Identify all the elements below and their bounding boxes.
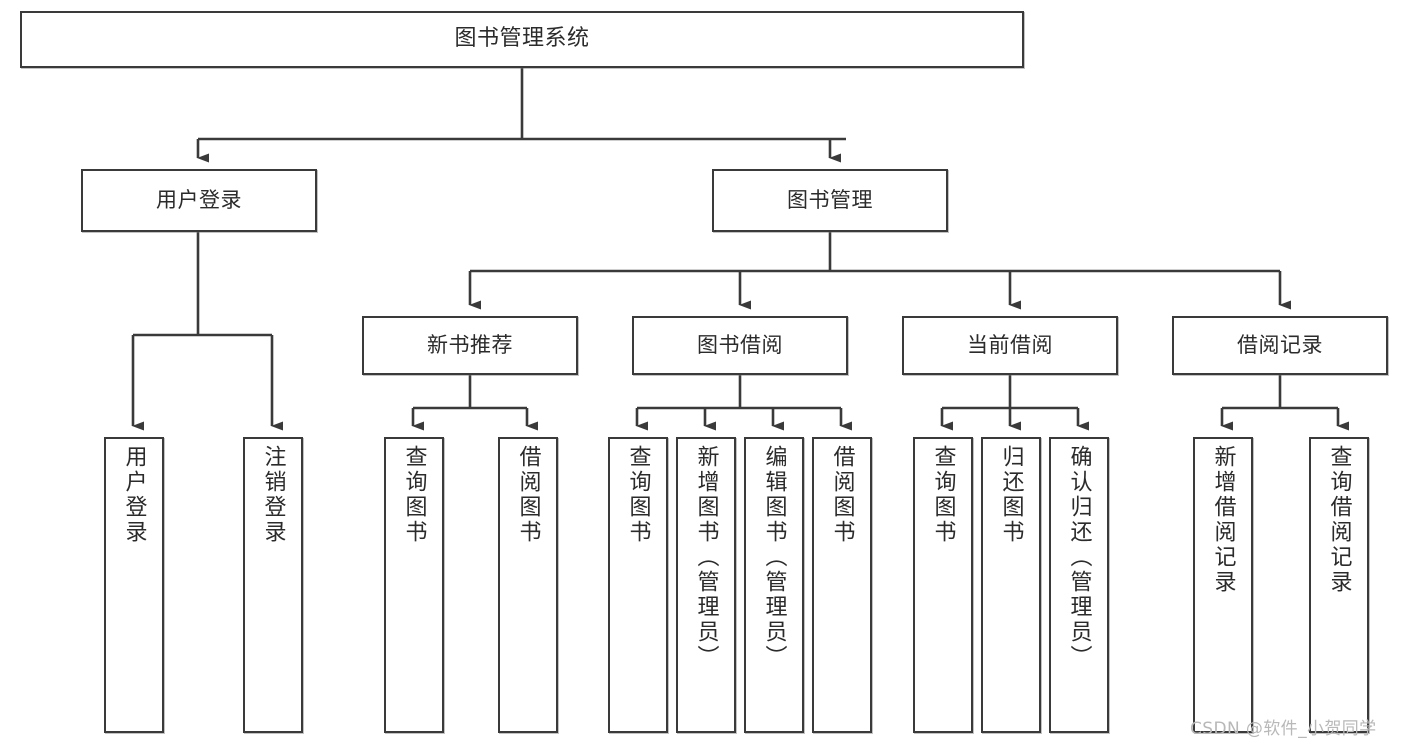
node-borrow-records[interactable]: 借阅记录 — [1172, 316, 1388, 375]
leaf-book-borrow-borrow[interactable]: 借阅图书 — [812, 437, 872, 733]
node-label: 新增图书（管理员） — [693, 445, 719, 670]
leaf-book-borrow-query[interactable]: 查询图书 — [608, 437, 668, 733]
node-book-management[interactable]: 图书管理 — [712, 169, 948, 232]
node-label: 归还图书 — [998, 445, 1024, 545]
node-label: 新增借阅记录 — [1210, 445, 1236, 595]
leaf-borrow-records-query[interactable]: 查询借阅记录 — [1309, 437, 1369, 733]
leaf-new-book-query[interactable]: 查询图书 — [384, 437, 444, 733]
node-root-system[interactable]: 图书管理系统 — [20, 11, 1024, 68]
node-label: 查询图书 — [930, 445, 956, 545]
node-label: 注销登录 — [260, 445, 286, 545]
node-current-borrow[interactable]: 当前借阅 — [902, 316, 1118, 375]
node-label: 图书借阅 — [697, 332, 783, 357]
node-label: 当前借阅 — [967, 332, 1053, 357]
leaf-book-borrow-edit[interactable]: 编辑图书（管理员） — [744, 437, 804, 733]
node-label: 图书管理系统 — [454, 26, 590, 52]
node-label: 查询图书 — [401, 445, 427, 545]
node-label: 用户登录 — [121, 445, 147, 545]
leaf-user-login-login[interactable]: 用户登录 — [104, 437, 164, 733]
node-user-login[interactable]: 用户登录 — [81, 169, 317, 232]
leaf-user-login-logout[interactable]: 注销登录 — [243, 437, 303, 733]
node-label: 图书管理 — [787, 187, 873, 212]
node-label: 确认归还（管理员） — [1066, 445, 1092, 670]
leaf-book-borrow-add[interactable]: 新增图书（管理员） — [676, 437, 736, 733]
node-label: 用户登录 — [156, 187, 242, 212]
leaf-current-borrow-return[interactable]: 归还图书 — [981, 437, 1041, 733]
leaf-new-book-borrow[interactable]: 借阅图书 — [498, 437, 558, 733]
node-new-book-recommend[interactable]: 新书推荐 — [362, 316, 578, 375]
leaf-current-borrow-query[interactable]: 查询图书 — [913, 437, 973, 733]
node-label: 新书推荐 — [427, 332, 513, 357]
leaf-current-borrow-confirm[interactable]: 确认归还（管理员） — [1049, 437, 1109, 733]
node-label: 编辑图书（管理员） — [761, 445, 787, 670]
node-label: 借阅记录 — [1237, 332, 1323, 357]
leaf-borrow-records-add[interactable]: 新增借阅记录 — [1193, 437, 1253, 733]
node-label: 借阅图书 — [515, 445, 541, 545]
node-book-borrow[interactable]: 图书借阅 — [632, 316, 848, 375]
node-label: 查询图书 — [625, 445, 651, 545]
node-label: 查询借阅记录 — [1326, 445, 1352, 595]
node-label: 借阅图书 — [829, 445, 855, 545]
csdn-watermark: CSDN @软件_小贺同学 — [1190, 719, 1377, 739]
